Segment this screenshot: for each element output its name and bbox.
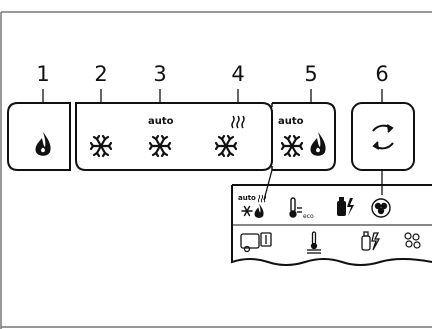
panel-flame-icon xyxy=(254,203,264,218)
callout-number-1: 1 xyxy=(36,62,50,86)
snowflake-icon-3 xyxy=(148,134,172,158)
button-6-outline xyxy=(351,102,415,171)
button-5-outline xyxy=(272,102,336,171)
panel-eco-label: eco xyxy=(303,213,314,220)
snowflake-icon-5 xyxy=(280,134,304,158)
panel-thermometer-eco-icon xyxy=(289,197,302,218)
panel-heat-waves-icon xyxy=(257,194,267,203)
cycle-arrows-icon xyxy=(372,124,394,150)
flame-icon-5 xyxy=(310,132,326,156)
auto-label-3: auto xyxy=(148,116,174,127)
snowflake-icon-4 xyxy=(214,134,238,158)
callout-number-5: 5 xyxy=(304,62,318,86)
caravan-thermometer-icon xyxy=(240,232,272,253)
water-thermometer-icon xyxy=(307,231,321,254)
dots-cluster-icon xyxy=(404,232,421,249)
panel-snowflake-icon xyxy=(241,205,253,217)
panel-auto-label: auto xyxy=(238,194,256,202)
flame-icon xyxy=(35,132,51,156)
panel-gas-electric-icon xyxy=(337,197,354,216)
display-panel-outline xyxy=(231,184,432,266)
gas-electric-outline-icon xyxy=(361,231,381,251)
panel-fan-icon xyxy=(371,198,391,218)
callout-number-4: 4 xyxy=(231,62,245,86)
callout-number-3: 3 xyxy=(153,62,167,86)
button-1-outline xyxy=(7,102,71,171)
button-group-2-4-outline xyxy=(75,102,273,171)
callout-number-2: 2 xyxy=(94,62,108,86)
auto-label-5: auto xyxy=(278,116,304,127)
snowflake-icon-2 xyxy=(89,134,113,158)
heat-waves-icon xyxy=(231,115,245,129)
callout-number-6: 6 xyxy=(375,62,389,86)
